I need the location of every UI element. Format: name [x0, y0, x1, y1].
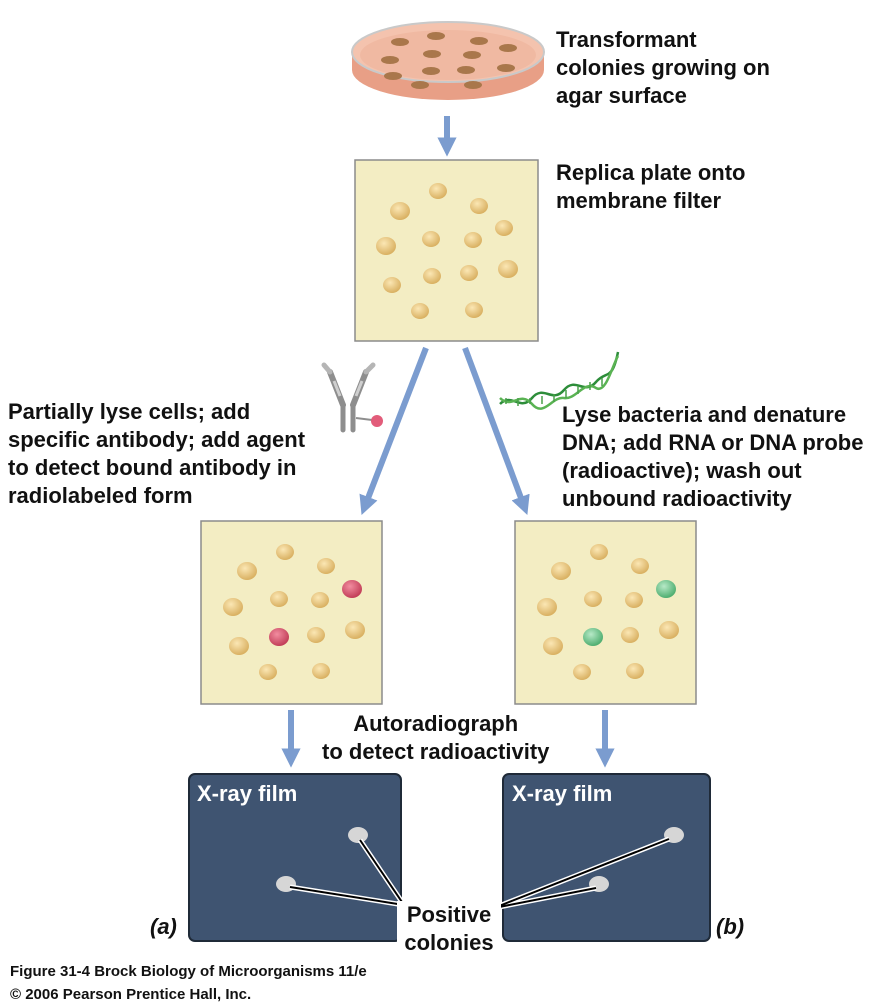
colony [465, 302, 483, 318]
colony [498, 260, 518, 278]
dish-colony [391, 38, 409, 46]
positive-colony [269, 628, 289, 646]
colony [584, 591, 602, 607]
step-autoradiograph-text: Autoradiograph to detect radioactivity [322, 711, 550, 764]
dna-probe-icon [499, 351, 620, 410]
dish-colony [470, 37, 488, 45]
colony [345, 621, 365, 639]
colony [376, 237, 396, 255]
colony [495, 220, 513, 236]
colony [470, 198, 488, 214]
colony [537, 598, 557, 616]
arrow-right-branch [462, 346, 530, 515]
dish-colony [427, 32, 445, 40]
colony [590, 544, 608, 560]
dish-colony [463, 51, 481, 59]
colony [307, 627, 325, 643]
colony [551, 562, 571, 580]
dish-colony [411, 81, 429, 89]
step-transformant-text: Transformant colonies growing on agar su… [556, 27, 770, 108]
colony [625, 592, 643, 608]
figure-caption: Figure 31-4 Brock Biology of Microorgani… [10, 963, 367, 980]
positive-colony [342, 580, 362, 598]
positive-colony [583, 628, 603, 646]
filter-probe [514, 520, 697, 705]
colony [270, 591, 288, 607]
colony [423, 268, 441, 284]
colony [411, 303, 429, 319]
xray-film-left [188, 773, 402, 942]
colony [429, 183, 447, 199]
colony [422, 231, 440, 247]
dish-colony [423, 50, 441, 58]
colony [390, 202, 410, 220]
dish-colony [384, 72, 402, 80]
panel-label-a: (a) [150, 914, 177, 939]
colony [626, 663, 644, 679]
dish-colony [499, 44, 517, 52]
filter-antibody [200, 520, 383, 705]
dish-colony [464, 81, 482, 89]
positive-colony [656, 580, 676, 598]
colony [464, 232, 482, 248]
colony [223, 598, 243, 616]
film-label-right: X-ray film [512, 781, 613, 806]
colony [259, 664, 277, 680]
colony [229, 637, 249, 655]
arrow-left-branch [359, 346, 429, 515]
colony [659, 621, 679, 639]
colony [543, 637, 563, 655]
colony [237, 562, 257, 580]
step-probe-text: Lyse bacteria and denature DNA; add RNA … [562, 402, 864, 511]
dish-colony [457, 66, 475, 74]
dish-colony [497, 64, 515, 72]
colony [311, 592, 329, 608]
step-replica-text: Replica plate onto membrane filter [556, 160, 746, 213]
dish-colony [422, 67, 440, 75]
membrane-filter [354, 159, 539, 342]
dish-colony [381, 56, 399, 64]
xray-film-right [502, 773, 711, 942]
colony [631, 558, 649, 574]
petri-dish [351, 21, 545, 100]
leader-lines [289, 836, 670, 911]
step-antibody-text: Partially lyse cells; add specific antib… [8, 399, 306, 508]
colony [573, 664, 591, 680]
panel-label-b: (b) [716, 914, 745, 939]
film-spot [348, 827, 368, 843]
colony [312, 663, 330, 679]
antibody-icon [321, 362, 383, 433]
colony [621, 627, 639, 643]
colony [317, 558, 335, 574]
colony [460, 265, 478, 281]
positive-colonies-label: Positive colonies [397, 901, 501, 957]
colony [383, 277, 401, 293]
copyright-line: © 2006 Pearson Prentice Hall, Inc. [10, 986, 252, 1003]
colony [276, 544, 294, 560]
film-label-left: X-ray film [197, 781, 298, 806]
